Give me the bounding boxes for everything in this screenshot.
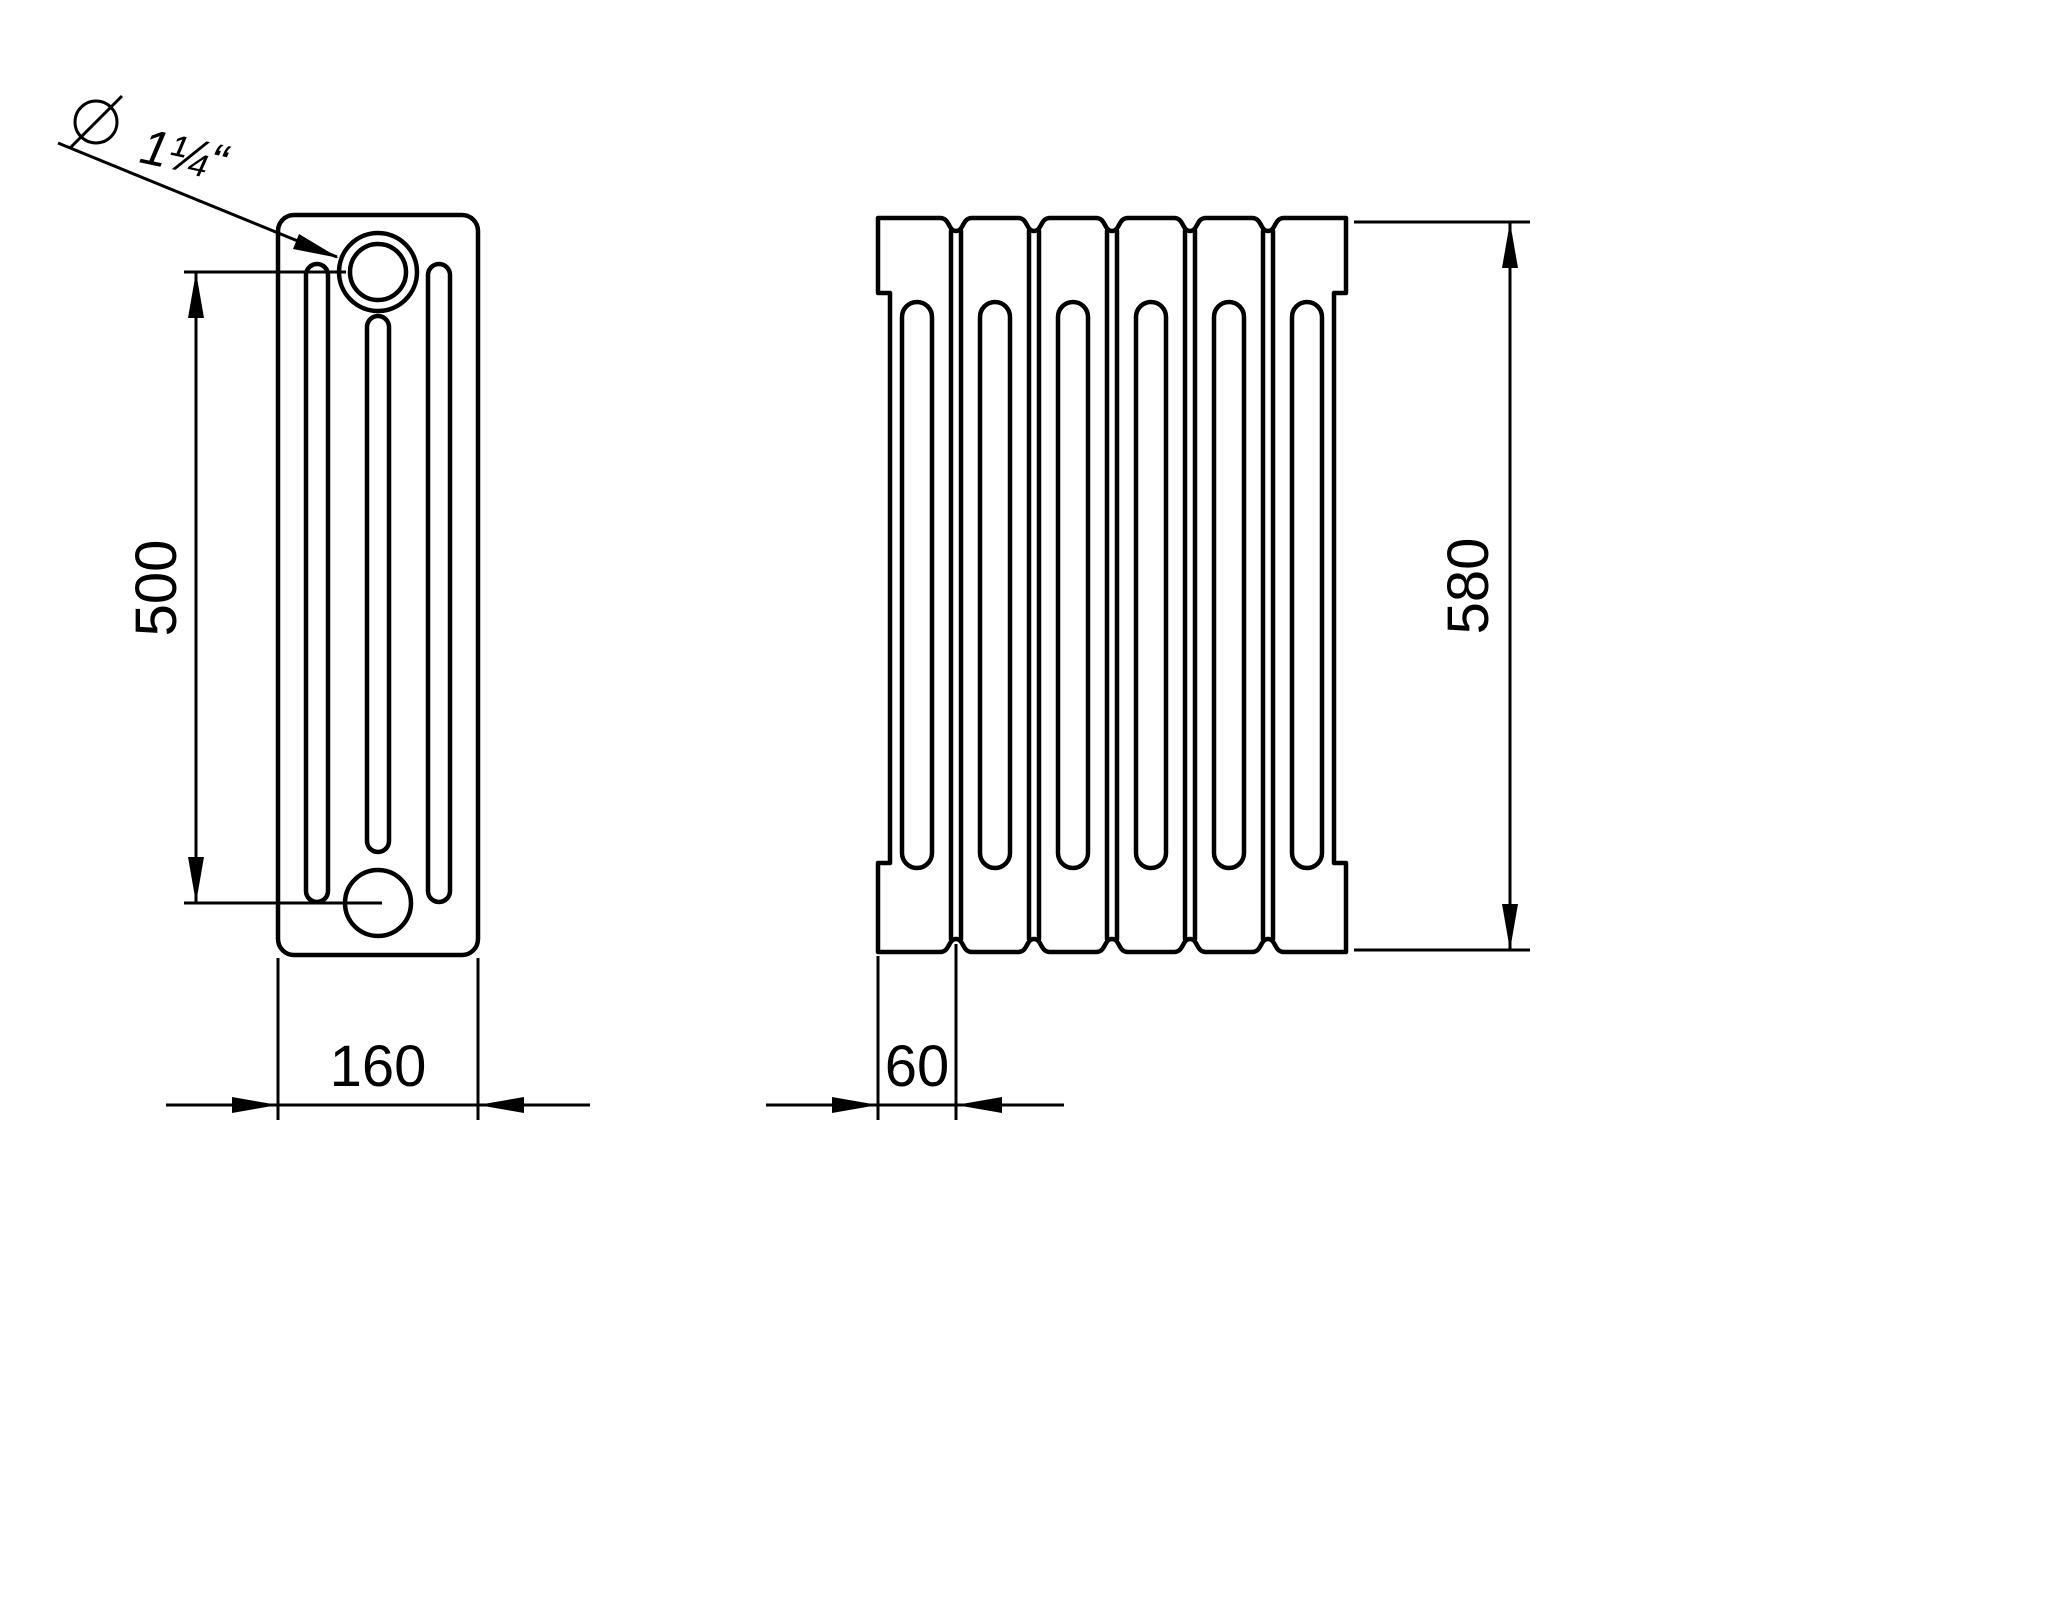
dimension-60-label: 60 [885, 1034, 950, 1099]
front-view-section-slot [1133, 299, 1169, 871]
diameter-leader-line [57, 141, 338, 259]
side-view [275, 212, 481, 958]
dimension-580-arrowhead-bottom [1502, 904, 1518, 950]
side-view-groove-middle [364, 313, 392, 855]
front-view-section-slot [977, 299, 1013, 871]
side-view-top-connection-inner [347, 241, 409, 303]
dimension-160-arrowhead-left [232, 1097, 278, 1113]
side-view-groove-right [425, 261, 453, 905]
front-view-outline [875, 215, 1349, 955]
dimension-160-label: 160 [330, 1034, 427, 1099]
dimension-580: 580 [1354, 220, 1530, 952]
front-view-section-slot [1289, 299, 1325, 871]
dimension-500-arrowhead-bottom [188, 857, 204, 903]
side-view-groove-left [303, 261, 331, 905]
dimension-160: 160 [166, 958, 590, 1120]
diameter-symbol-slash [68, 94, 124, 150]
diameter-symbol-icon [73, 99, 119, 145]
side-view-body [275, 212, 481, 958]
dimension-500-arrowhead-top [188, 272, 204, 318]
front-view [875, 215, 1349, 955]
dimension-580-label: 580 [1436, 538, 1501, 635]
front-view-section-slot [1211, 299, 1247, 871]
dimension-60-arrowhead-left [832, 1097, 878, 1113]
dimension-580-arrowhead-top [1502, 222, 1518, 268]
dimension-60-arrowhead-right [956, 1097, 1002, 1113]
dimension-500: 500 [124, 270, 382, 905]
diameter-callout: 1¼“ [57, 94, 339, 259]
diameter-leader-arrowhead [293, 234, 339, 258]
dimension-160-arrowhead-right [478, 1097, 524, 1113]
front-view-section-slot [1055, 299, 1091, 871]
dimension-60: 60 [766, 944, 1064, 1120]
dimension-500-label: 500 [124, 540, 189, 637]
front-view-section-slot [899, 299, 935, 871]
